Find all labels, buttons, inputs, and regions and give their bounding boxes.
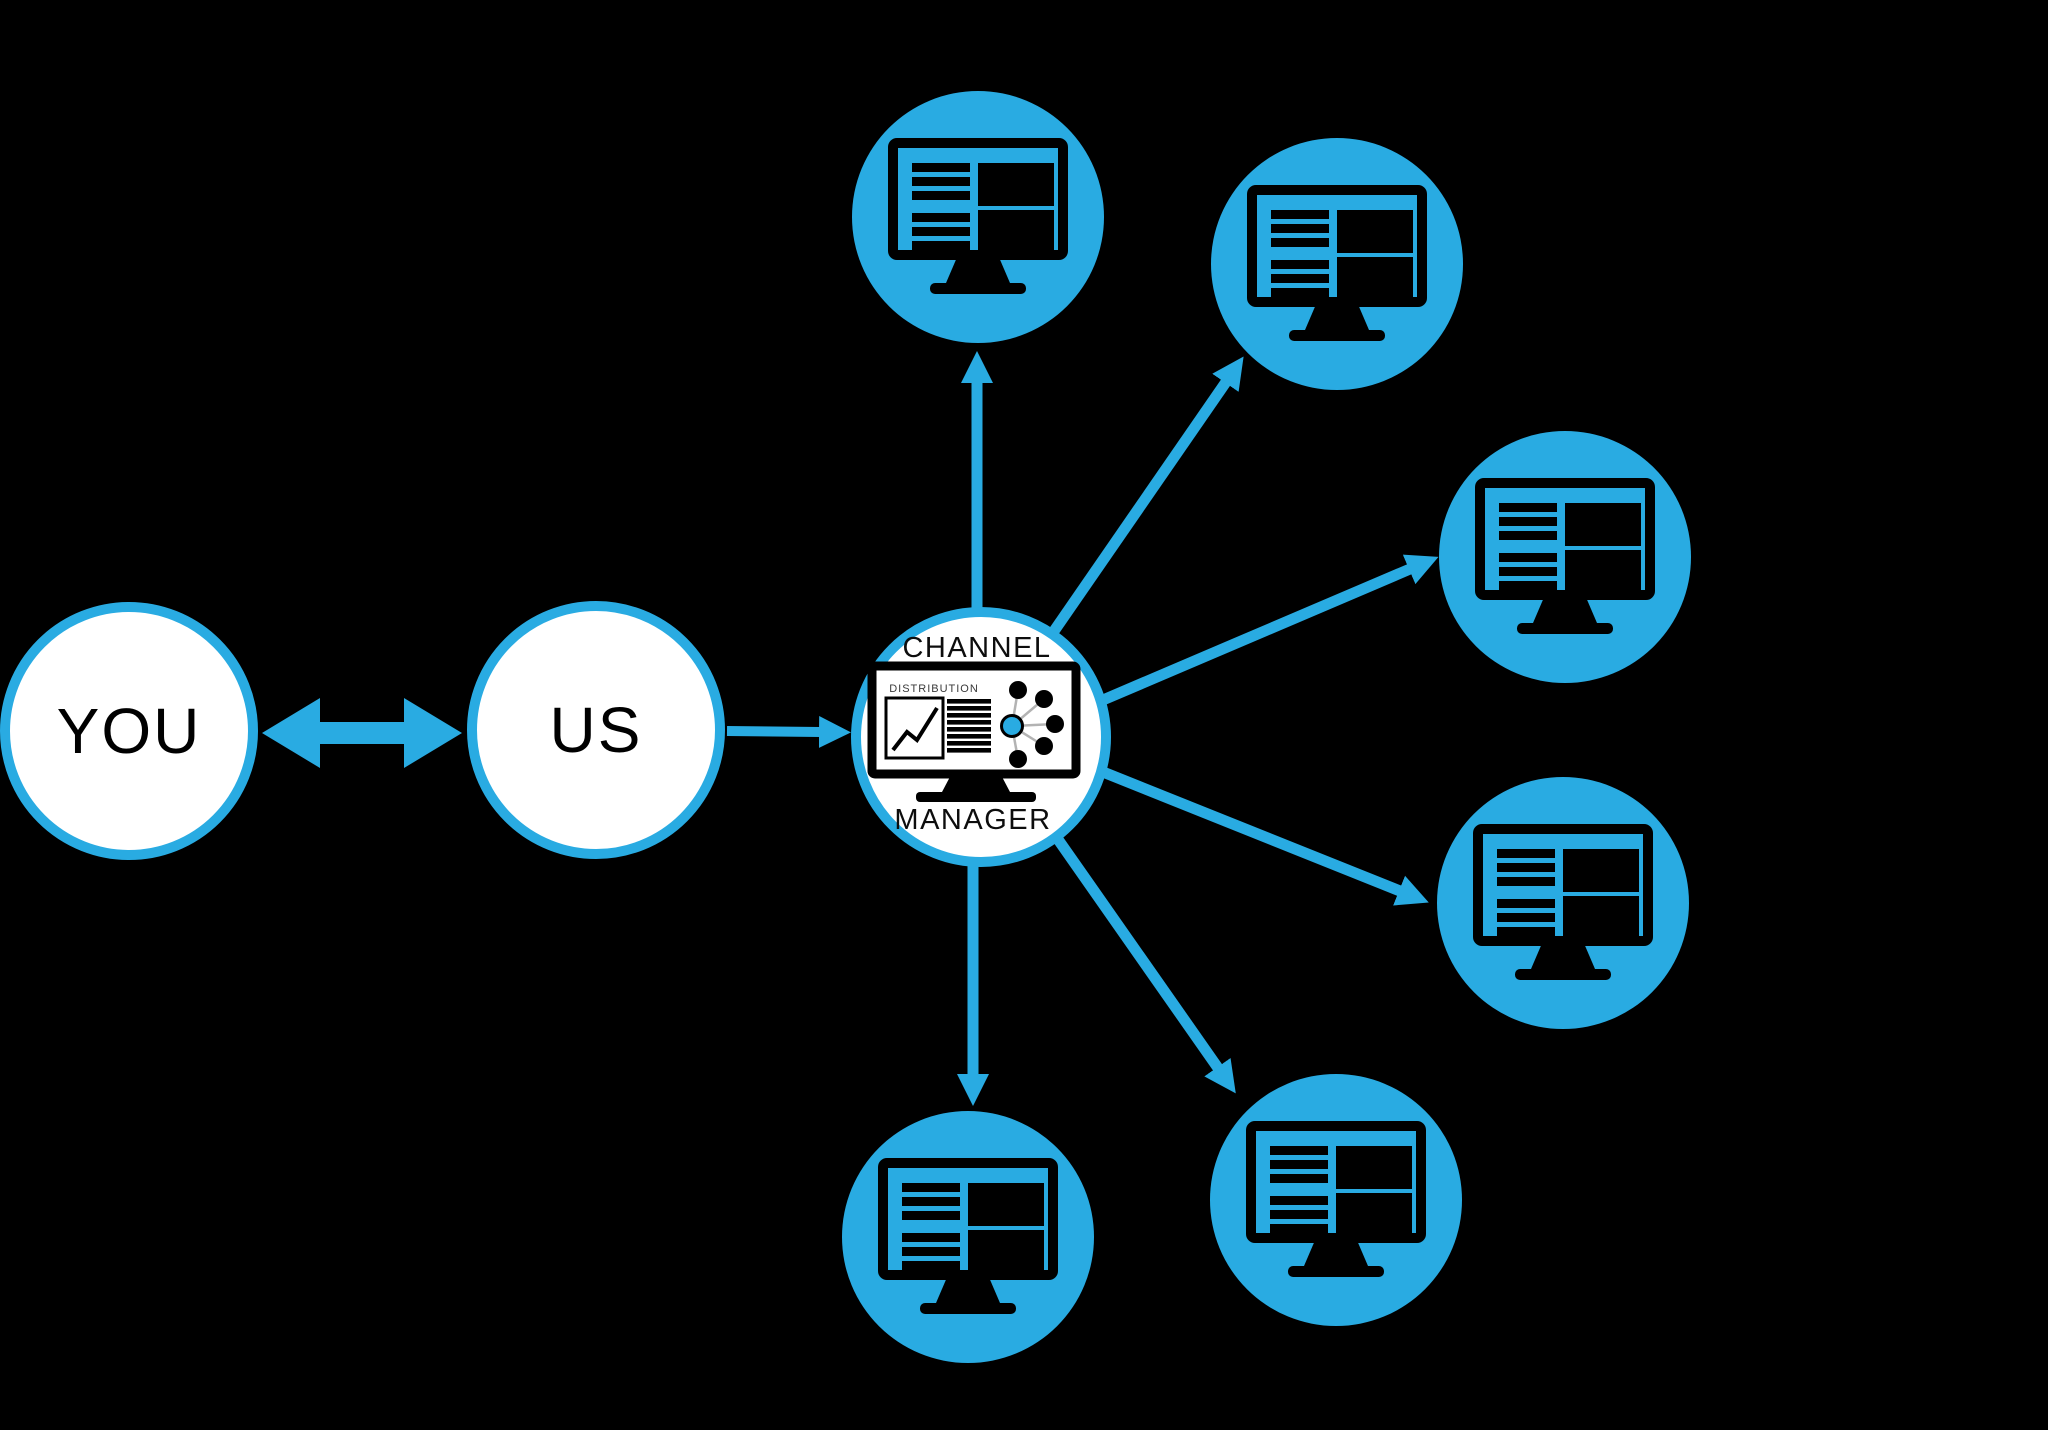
channel-manager-title-bottom: MANAGER [894,804,1051,836]
channel-node-top-right [1211,138,1463,390]
channel-manager-node: CHANNEL DISTRIBUTION [851,607,1111,867]
us-label: US [550,694,643,766]
arrow-channel-right-lower [1100,766,1429,906]
channel-node-right-lower [1437,777,1689,1029]
channel-node-bottom [842,1111,1094,1363]
arrow-you-us-bidirectional [262,698,462,768]
arrow-us-channel-manager [726,715,851,748]
text-lines-icon [947,699,991,753]
channel-node-bottom-right [1210,1074,1462,1326]
cm-monitor-base [916,792,1036,802]
channel-manager-title-top: CHANNEL [902,632,1051,664]
you-node: YOU [0,602,258,860]
arrow-channel-top-right [1047,356,1244,638]
us-circle [467,601,725,859]
network-hub-center-dot [1000,714,1024,738]
channel-node-top [852,91,1104,343]
us-node: US [467,601,725,859]
cm-monitor-screen-label: DISTRIBUTION [889,683,979,695]
you-circle [0,602,258,860]
you-label: YOU [57,695,202,767]
line-chart-icon [884,696,945,760]
network-hub-icon [1000,681,1064,768]
distribution-dashboard-monitor-icon: DISTRIBUTION [867,661,1081,802]
arrow-channel-bottom-right [1052,834,1236,1094]
channel-node-right-upper [1439,431,1691,683]
arrow-channel-right-upper [1100,554,1439,706]
cm-monitor-stand [942,773,1010,792]
